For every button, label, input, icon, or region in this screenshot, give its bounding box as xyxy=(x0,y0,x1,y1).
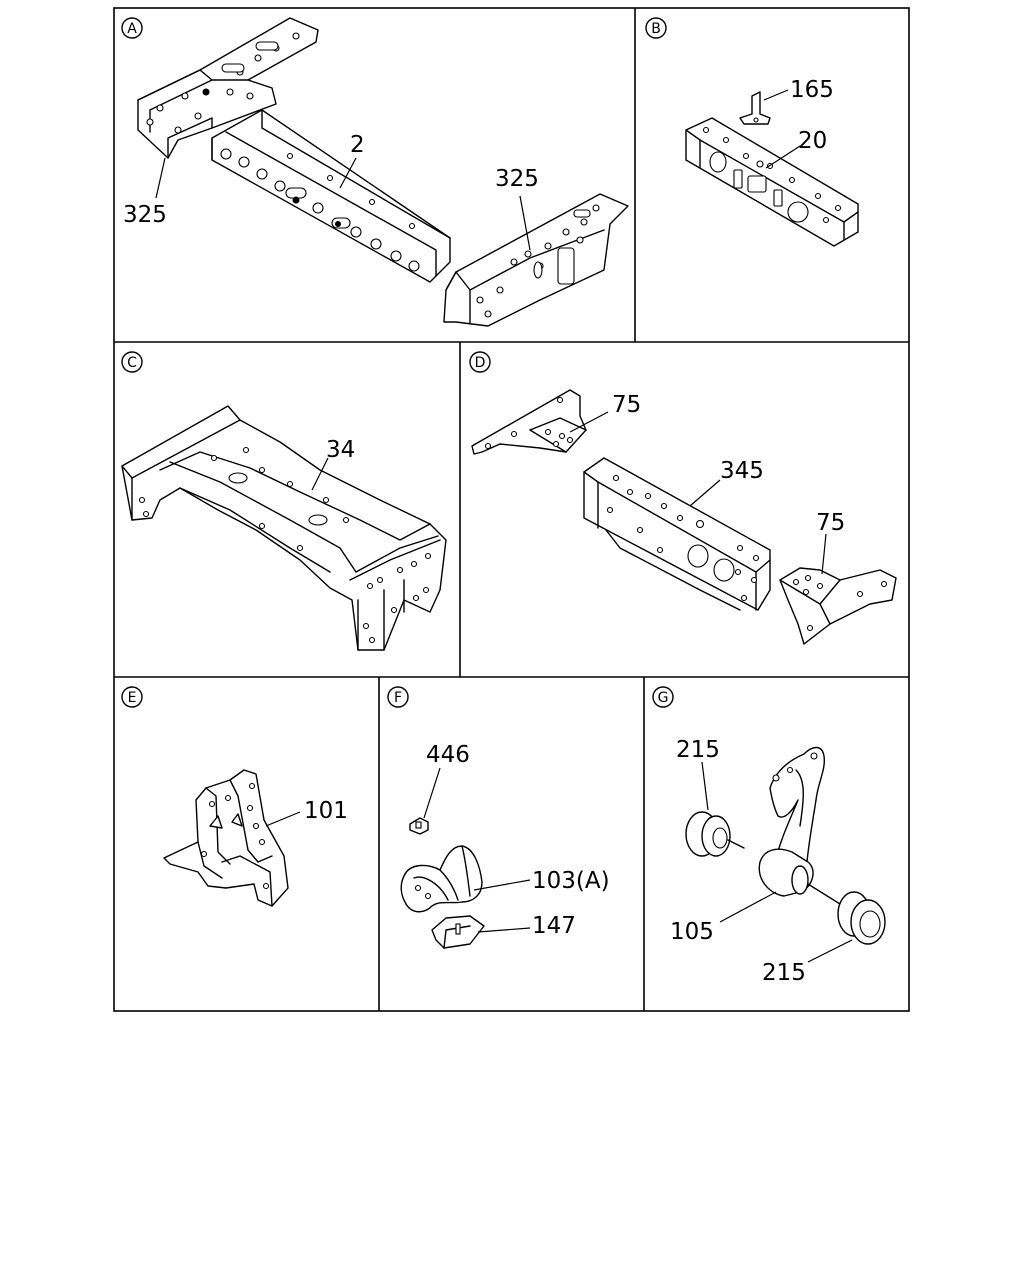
leader-105 xyxy=(719,891,777,923)
leader-165 xyxy=(763,89,789,101)
callout-34: 34 xyxy=(326,437,355,463)
leader-101 xyxy=(265,811,301,827)
leader-75-upper xyxy=(569,411,609,433)
crossmember-part-20 xyxy=(685,117,859,247)
panel-a-letter: A xyxy=(127,21,137,37)
panel-d-letter: D xyxy=(475,355,486,371)
panel-a: A xyxy=(121,17,629,327)
bracket-part-165 xyxy=(739,91,771,125)
leader-147 xyxy=(477,927,531,933)
bushing-part-215-upper xyxy=(685,811,745,857)
leader-325-right xyxy=(519,195,531,251)
crossmember-part-345 xyxy=(583,457,771,611)
panel-e-letter: E xyxy=(128,690,137,706)
leader-20 xyxy=(765,145,801,169)
callout-75-upper: 75 xyxy=(612,392,641,418)
panel-grid xyxy=(113,7,910,1012)
washer-part-446 xyxy=(409,817,429,835)
leader-345 xyxy=(689,479,721,507)
callout-215-lower: 215 xyxy=(762,960,806,986)
panel-d-marker: D xyxy=(469,351,491,373)
panel-f: F 446 103(A) 147 xyxy=(387,686,610,949)
callout-20: 20 xyxy=(798,128,827,154)
bracket-part-101 xyxy=(163,769,289,907)
callout-215-upper: 215 xyxy=(676,737,720,763)
callout-2: 2 xyxy=(350,132,365,158)
callout-325-right: 325 xyxy=(495,166,539,192)
leader-215-lower xyxy=(807,939,853,963)
panel-c-letter: C xyxy=(127,355,137,371)
bracket-part-325-left xyxy=(137,17,319,159)
bracket-part-103a xyxy=(400,845,483,913)
callout-105: 105 xyxy=(670,919,714,945)
gusset-part-75-upper xyxy=(471,389,587,455)
callout-147: 147 xyxy=(532,913,576,939)
panel-g-marker: G xyxy=(652,686,674,708)
crossmember-part-34 xyxy=(121,405,447,651)
callout-75-lower: 75 xyxy=(816,510,845,536)
callout-345: 345 xyxy=(720,458,764,484)
crossmember-part-2 xyxy=(211,109,451,283)
panel-b-letter: B xyxy=(651,21,661,37)
gusset-part-75-lower xyxy=(779,567,897,645)
leader-325-left xyxy=(155,157,166,199)
panel-a-marker: A xyxy=(121,17,143,39)
leader-2 xyxy=(339,157,357,189)
arm-part-105 xyxy=(758,746,826,897)
panel-d: D xyxy=(469,351,897,645)
panel-g: G 215 105 215 xyxy=(652,686,886,986)
callout-101: 101 xyxy=(304,798,348,824)
panel-g-letter: G xyxy=(658,690,669,706)
bushing-part-215-lower xyxy=(807,883,886,945)
leader-34 xyxy=(311,457,329,491)
panel-e: E 101 xyxy=(121,686,348,907)
callout-446: 446 xyxy=(426,742,470,768)
plate-part-147 xyxy=(431,915,485,949)
bracket-part-325-right xyxy=(443,193,629,327)
panel-b-marker: B xyxy=(645,17,667,39)
leader-446 xyxy=(423,767,441,819)
panel-e-marker: E xyxy=(121,686,143,708)
callout-165: 165 xyxy=(790,77,834,103)
leader-103a xyxy=(473,879,531,891)
panel-c-marker: C xyxy=(121,351,143,373)
callout-325-left: 325 xyxy=(123,202,167,228)
panel-c: C 34 xyxy=(121,351,447,651)
leader-215-upper xyxy=(701,761,709,811)
callout-103a: 103(A) xyxy=(532,868,610,894)
panel-b: B 165 20 xyxy=(645,17,859,247)
panel-f-letter: F xyxy=(394,690,402,706)
panel-f-marker: F xyxy=(387,686,409,708)
leader-75-lower xyxy=(821,533,827,575)
